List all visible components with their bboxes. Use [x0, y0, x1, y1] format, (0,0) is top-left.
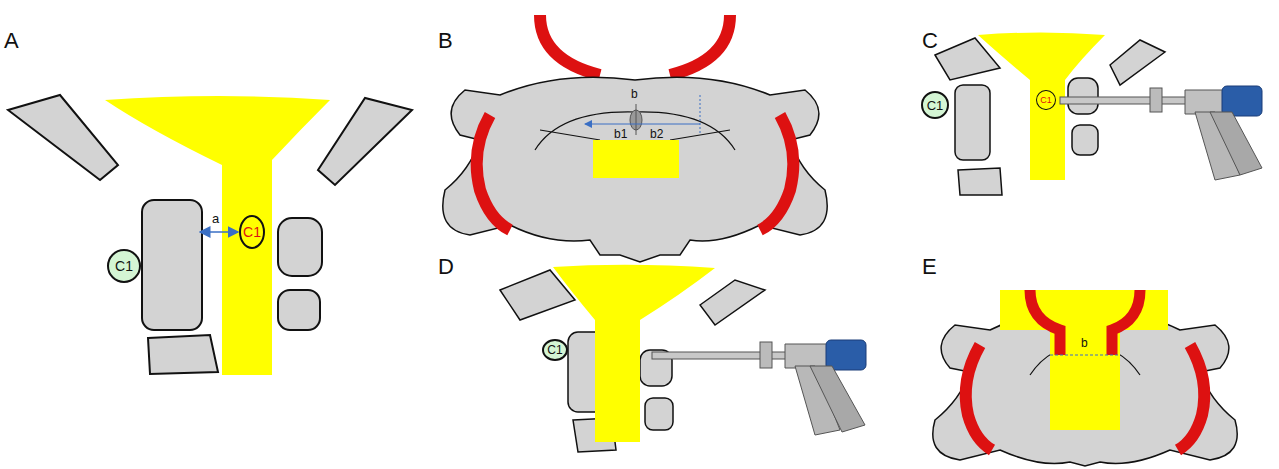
node-label: C1 — [115, 259, 133, 273]
vertebra-circle: C1 — [107, 249, 141, 283]
panel-letter: E — [922, 256, 937, 278]
vertebra-circle: C1 — [542, 339, 568, 361]
dimension-label: a — [212, 212, 219, 225]
panel-letter: B — [438, 30, 453, 52]
node-label: C1 — [243, 225, 261, 239]
vertebra-circle: C1 — [921, 91, 949, 119]
panel-letter: A — [4, 30, 19, 52]
dimension-label: b2 — [650, 128, 663, 140]
endoscope-d — [652, 340, 866, 435]
vertebra-circle: C1 — [239, 215, 265, 249]
dimension-label: b1 — [614, 128, 627, 140]
panel-letter: C — [922, 30, 938, 52]
dimension-label: b — [1081, 337, 1088, 349]
panel-letter: D — [438, 256, 454, 278]
node-label: C1 — [927, 99, 944, 112]
vertebra-circle: C1 — [1036, 90, 1056, 110]
endoscope-c — [1060, 86, 1262, 180]
dimension-label: b — [631, 88, 638, 100]
node-label: C1 — [1040, 96, 1052, 105]
node-label: C1 — [547, 344, 562, 356]
